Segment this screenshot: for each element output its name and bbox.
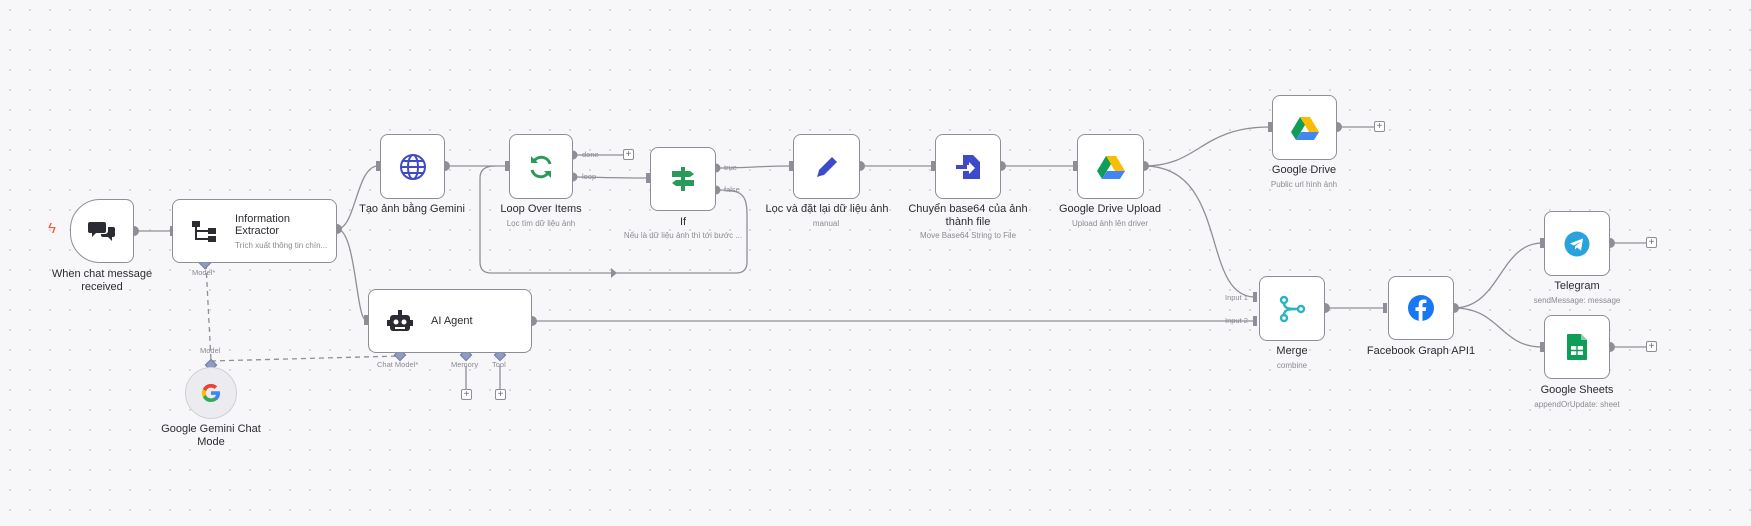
loc-dat-subtitle: manual: [812, 219, 840, 228]
tao-anh-node[interactable]: [380, 134, 445, 199]
add-after-done-button[interactable]: +: [623, 149, 634, 160]
google-sheets-title: Google Sheets: [1540, 384, 1614, 396]
pencil-icon: [814, 154, 840, 180]
if-node[interactable]: [650, 147, 716, 211]
google-drive-upload-subtitle: Upload ảnh lên driver: [1071, 219, 1149, 228]
merge-subtitle: combine: [1276, 361, 1308, 370]
globe-icon: [399, 153, 427, 181]
add-memory-button[interactable]: +: [461, 389, 472, 400]
add-after-google-drive-button[interactable]: +: [1374, 121, 1385, 132]
gemini-chat-model-node[interactable]: [185, 367, 237, 419]
tao-anh-title: Tạo ảnh bằng Gemini: [359, 203, 465, 215]
port-label-done: done: [582, 150, 599, 159]
chat-trigger-title: When chat message received: [51, 268, 153, 293]
chat-bubbles-icon: [88, 219, 116, 243]
google-drive-subtitle: Public url hình ảnh: [1270, 180, 1338, 189]
port-label-false: false: [724, 185, 740, 194]
chuyen-base64-subtitle: Move Base64 String to File: [919, 231, 1017, 240]
chat-trigger-node[interactable]: [70, 199, 134, 263]
telegram-node[interactable]: [1544, 211, 1610, 276]
port-label-input2: Input 2: [1225, 316, 1248, 325]
chuyen-base64-node[interactable]: [935, 134, 1001, 199]
google-drive-icon: [1096, 155, 1125, 179]
robot-icon: [387, 309, 413, 333]
tree-structure-icon: [191, 219, 217, 243]
facebook-icon: [1407, 294, 1435, 322]
refresh-loop-icon: [527, 153, 555, 181]
signpost-icon: [669, 165, 697, 193]
information-extractor-node[interactable]: Information Extractor Trích xuất thông t…: [172, 199, 337, 263]
loop-over-items-subtitle: Lọc tìm dữ liệu ảnh: [506, 219, 576, 228]
port-label-model-star: Model*: [192, 268, 216, 277]
telegram-icon: [1564, 231, 1590, 257]
merge-title: Merge: [1276, 345, 1308, 357]
add-after-telegram-button[interactable]: +: [1646, 237, 1657, 248]
loop-over-items-node[interactable]: [509, 134, 573, 199]
port-label-input1: Input 1: [1225, 293, 1248, 302]
facebook-graph-api-title: Facebook Graph API1: [1366, 345, 1476, 357]
ai-agent-title: AI Agent: [431, 315, 473, 327]
google-sheets-icon: [1566, 333, 1588, 361]
google-drive-upload-node[interactable]: [1077, 134, 1144, 199]
google-drive-node[interactable]: [1272, 95, 1337, 160]
merge-node[interactable]: [1259, 276, 1325, 341]
add-after-google-sheets-button[interactable]: +: [1646, 341, 1657, 352]
information-extractor-title: Information Extractor: [235, 212, 291, 237]
google-drive-title: Google Drive: [1271, 164, 1337, 176]
ai-agent-node[interactable]: AI Agent: [368, 289, 532, 353]
google-sheets-node[interactable]: [1544, 315, 1610, 379]
chuyen-base64-title: Chuyển base64 của ảnh thành file: [908, 203, 1028, 228]
if-subtitle: Nếu là dữ liệu ảnh thì tới bước ...: [623, 231, 743, 240]
if-title: If: [679, 216, 687, 228]
loc-dat-node[interactable]: [793, 134, 860, 199]
port-label-chat-model: Chat Model*: [377, 360, 419, 369]
information-extractor-subtitle: Trích xuất thông tin chín...: [235, 240, 328, 250]
file-import-icon: [955, 153, 981, 181]
telegram-subtitle: sendMessage: message: [1533, 296, 1621, 305]
port-label-model: Model: [200, 346, 221, 355]
port-label-true: true: [724, 163, 737, 172]
google-drive-upload-title: Google Drive Upload: [1058, 203, 1162, 215]
google-sheets-subtitle: appendOrUpdate: sheet: [1534, 400, 1620, 409]
telegram-title: Telegram: [1554, 280, 1600, 292]
port-label-tool: Tool: [492, 360, 506, 369]
gemini-chat-model-title: Google Gemini Chat Mode: [161, 423, 261, 448]
google-drive-icon: [1290, 116, 1319, 140]
port-label-loop: loop: [582, 172, 597, 181]
port-label-memory: Memory: [451, 360, 479, 369]
trigger-bolt-icon: ϟ: [48, 220, 56, 237]
facebook-graph-api-node[interactable]: [1388, 276, 1454, 340]
loc-dat-title: Lọc và đặt lại dữ liệu ảnh: [765, 203, 889, 215]
google-g-icon: [201, 383, 221, 403]
merge-branch-icon: [1278, 295, 1306, 323]
loop-over-items-title: Loop Over Items: [500, 203, 582, 215]
add-tool-button[interactable]: +: [495, 389, 506, 400]
